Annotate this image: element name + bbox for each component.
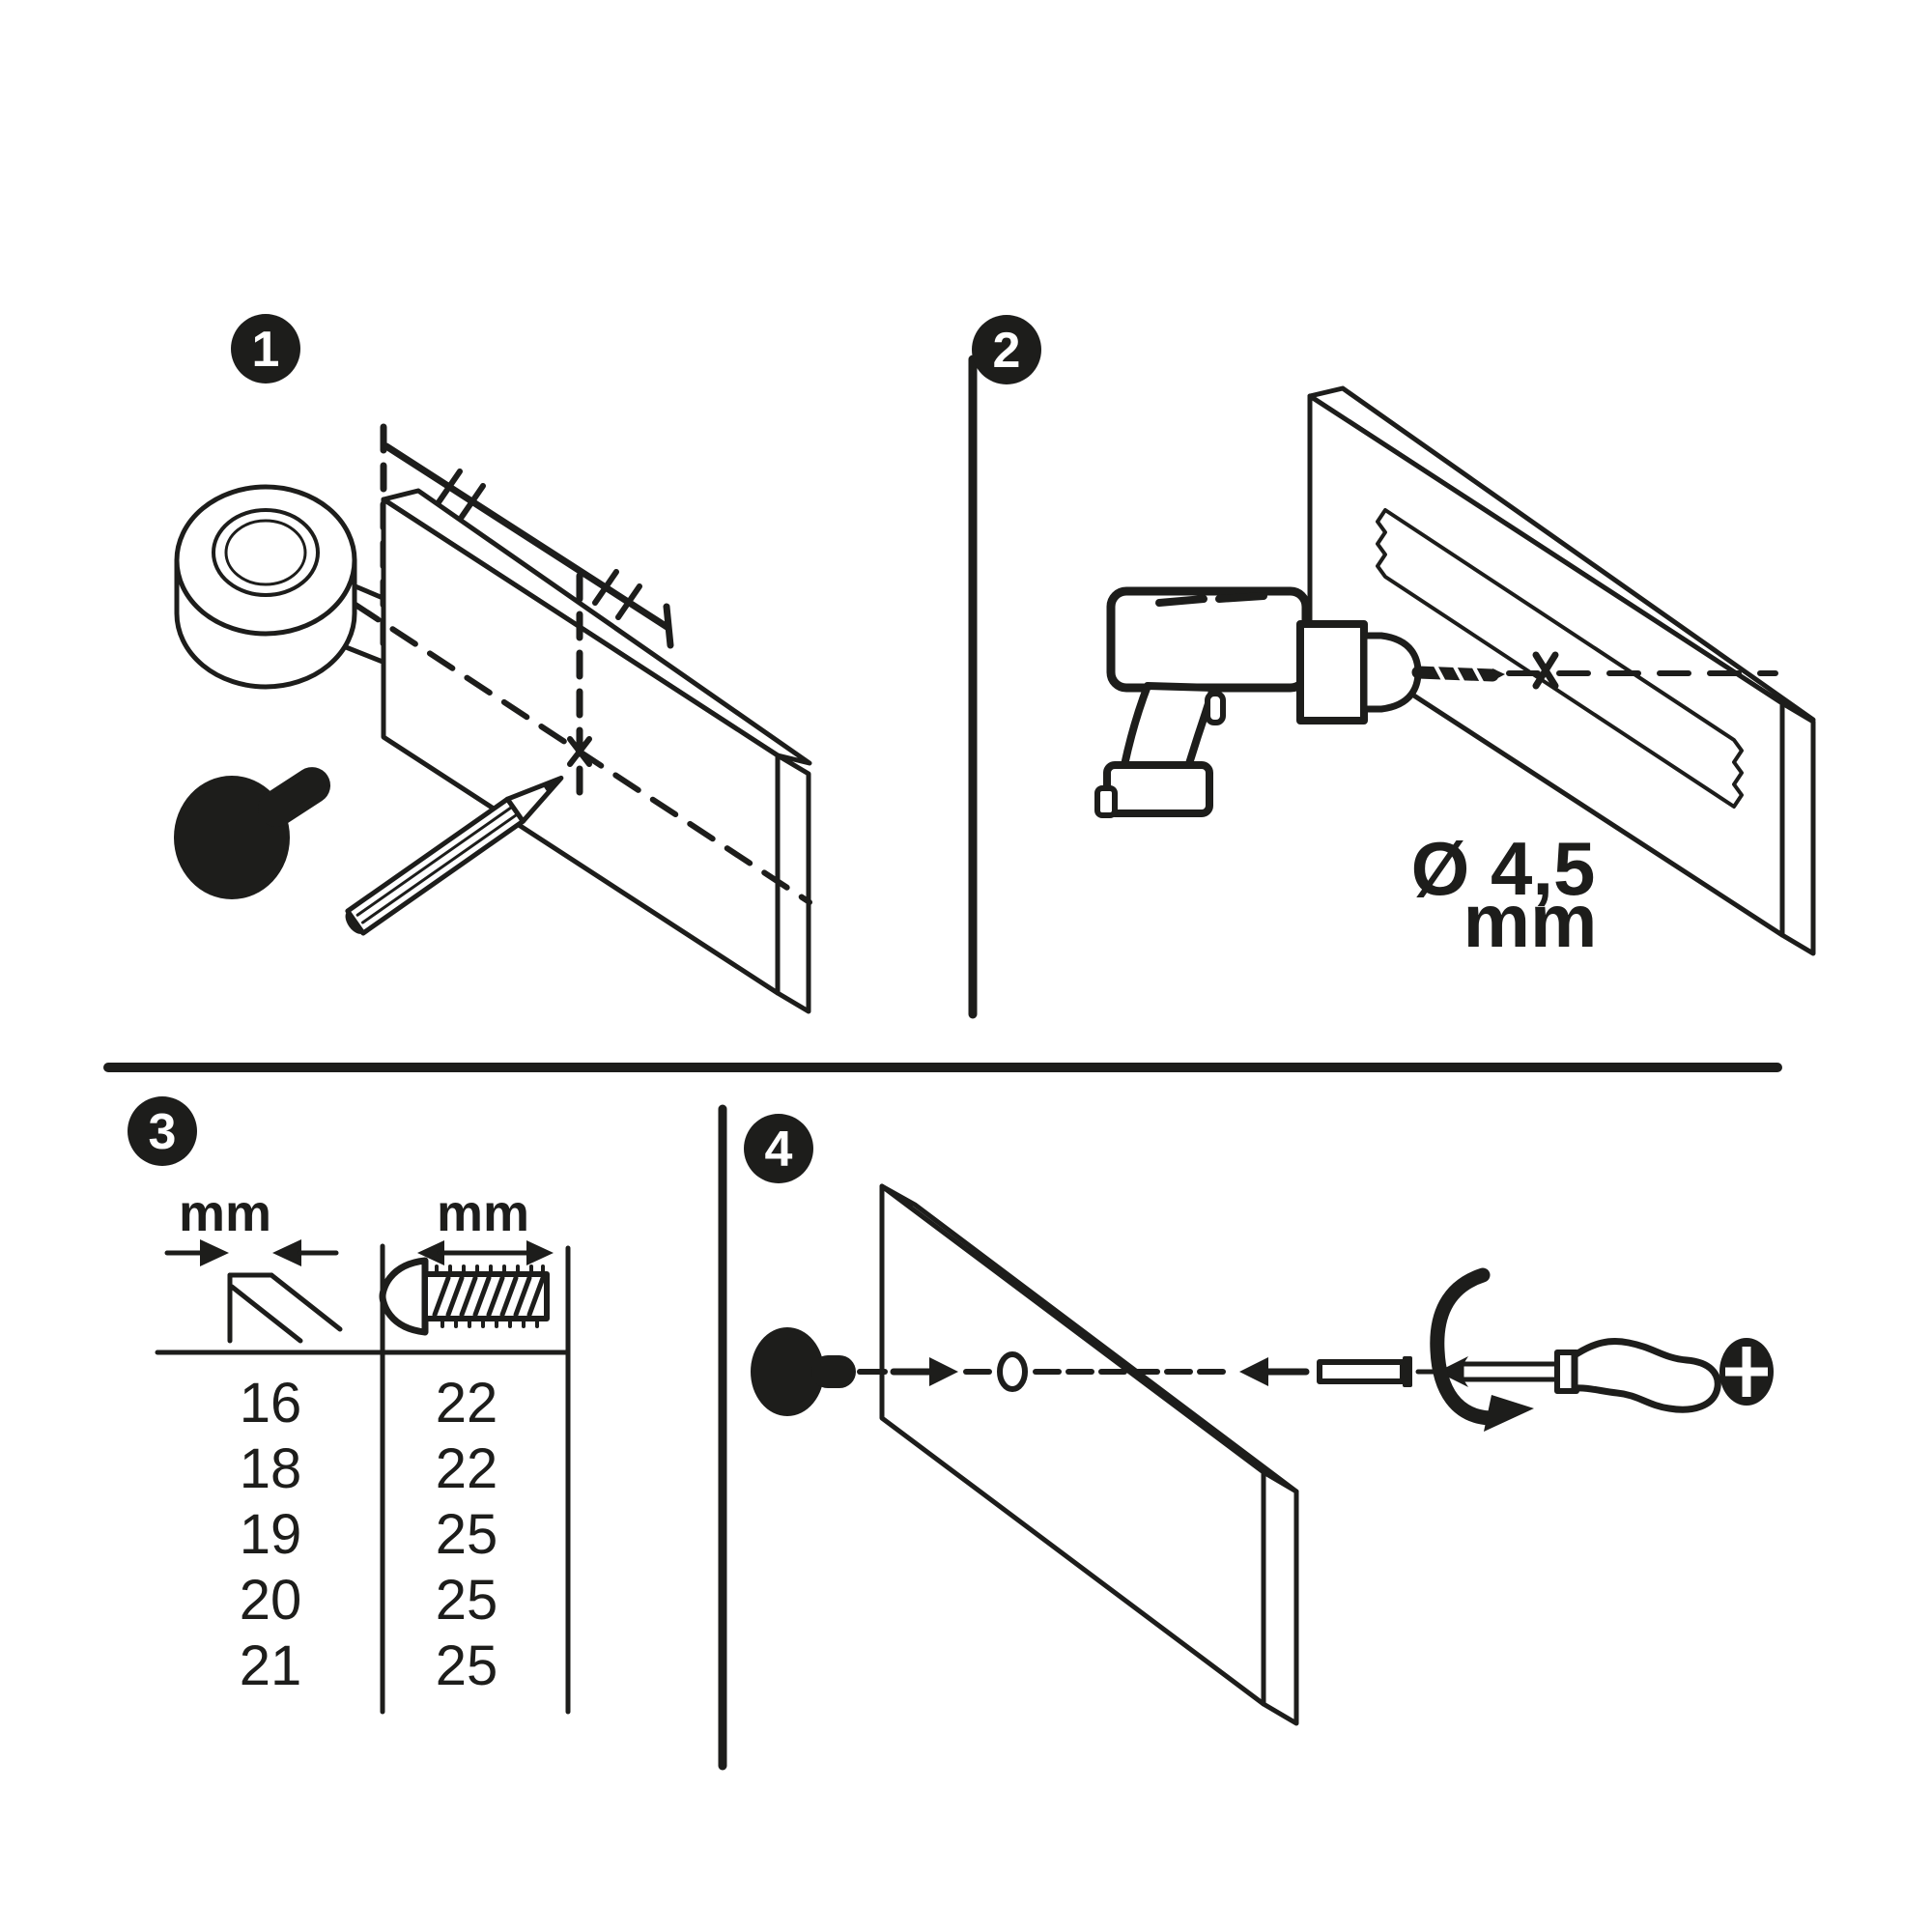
screwdriver-icon xyxy=(1437,1338,1721,1413)
diameter-label: Ø 4,5 xyxy=(1411,826,1596,911)
table-cell-length-2: 22 xyxy=(436,1437,498,1500)
drill-handle xyxy=(1121,682,1217,777)
drill-battery-foot xyxy=(1094,785,1118,818)
table-cell-thickness-3: 19 xyxy=(240,1503,302,1566)
board-end-face xyxy=(1261,1469,1299,1726)
knob-stem xyxy=(258,767,331,828)
knob-silhouette-icon xyxy=(174,767,331,899)
screw-head xyxy=(379,1257,429,1336)
table-cell-length-1: 22 xyxy=(436,1372,498,1435)
step-4-panel: 4 xyxy=(744,1114,1774,1726)
cross-mark-icon xyxy=(567,736,592,767)
tick-mark xyxy=(592,569,619,606)
drill-nose xyxy=(1360,632,1422,713)
step-2-panel: 2 xyxy=(972,315,1816,963)
masking-tape-area xyxy=(1376,508,1744,809)
panel-dividers xyxy=(103,355,1782,1771)
badge-circle xyxy=(972,315,1041,384)
table-cell-length-4: 25 xyxy=(436,1569,498,1632)
step-2-badge: 2 xyxy=(972,315,1041,384)
table-cell-length-3: 25 xyxy=(436,1503,498,1566)
insert-arrow-right xyxy=(890,1357,958,1386)
tick-mark xyxy=(436,469,463,505)
phillips-symbol-icon xyxy=(1719,1338,1774,1406)
arrow-right-head xyxy=(526,1240,554,1265)
badge-number: 2 xyxy=(993,323,1021,379)
tick-mark xyxy=(459,483,486,520)
badge-number: 3 xyxy=(149,1104,177,1160)
badge-number: 1 xyxy=(252,322,280,378)
thickness-arrows-icon xyxy=(164,1239,339,1266)
tape-roll-core-inner xyxy=(224,519,307,586)
board-with-hole-icon xyxy=(879,1183,1299,1726)
cross-mark-icon xyxy=(1532,651,1559,690)
arrow-left-head xyxy=(417,1240,444,1265)
step-4-badge: 4 xyxy=(744,1114,813,1183)
size-table: 16 22 18 22 19 25 20 25 21 25 xyxy=(155,1243,571,1715)
bit-tip xyxy=(1492,668,1505,681)
step-1-panel: 1 xyxy=(174,314,812,1014)
measuring-line xyxy=(383,442,674,649)
drill-trigger xyxy=(1205,691,1226,725)
board-icon xyxy=(381,488,812,1014)
drill-icon xyxy=(1094,586,1505,818)
end-tick xyxy=(663,603,674,649)
diameter-unit-label: mm xyxy=(1463,878,1598,963)
arrow-right-head xyxy=(200,1239,229,1266)
screw-crests xyxy=(435,1264,545,1328)
badge-circle xyxy=(231,314,300,384)
badge-circle xyxy=(744,1114,813,1183)
step-3-panel: 3 mm mm xyxy=(128,1096,571,1715)
pencil-icon xyxy=(345,775,564,936)
table-cell-thickness-2: 18 xyxy=(240,1437,302,1500)
table-cell-length-5: 25 xyxy=(436,1634,498,1697)
tick-mark xyxy=(615,583,642,620)
table-cell-thickness-1: 16 xyxy=(240,1372,302,1435)
table-cell-thickness-5: 21 xyxy=(240,1634,302,1697)
screw-head xyxy=(1403,1356,1412,1387)
rotation-arrow-icon xyxy=(1430,1267,1534,1432)
screw-threads xyxy=(432,1275,546,1318)
insert-arrow-left xyxy=(1239,1357,1310,1386)
badge-circle xyxy=(128,1096,197,1166)
screwdriver-shaft xyxy=(1459,1361,1560,1382)
badge-number: 4 xyxy=(765,1122,793,1178)
drill-bit-icon xyxy=(1411,664,1505,684)
knob-silhouette-icon xyxy=(751,1327,856,1416)
tape-roll-icon xyxy=(174,484,357,690)
arrow-left-head xyxy=(272,1239,301,1266)
table-cell-thickness-4: 20 xyxy=(240,1569,302,1632)
machine-screw-icon xyxy=(1317,1356,1412,1387)
screw-icon xyxy=(379,1257,550,1336)
rotation-arrow-head xyxy=(1484,1395,1534,1432)
screwdriver-handle xyxy=(1571,1338,1721,1413)
drill-chuck xyxy=(1296,620,1368,724)
step-1-badge: 1 xyxy=(231,314,300,384)
screw-shaft xyxy=(1317,1359,1406,1384)
board-corner-icon xyxy=(227,1272,343,1344)
board-end-face xyxy=(1779,700,1816,956)
step-3-badge: 3 xyxy=(128,1096,197,1166)
pilot-hole xyxy=(997,1351,1028,1392)
pencil-lead xyxy=(542,778,561,793)
dashed-assembly-axis xyxy=(857,1357,1310,1386)
drill-body xyxy=(1106,586,1311,693)
screw-length-arrow-icon xyxy=(417,1240,554,1265)
screw-mm-label: mm xyxy=(437,1184,529,1242)
knob-head xyxy=(751,1327,824,1416)
thickness-mm-label: mm xyxy=(179,1184,271,1242)
drill-vent xyxy=(1155,595,1208,607)
board-front-face xyxy=(879,1183,1266,1707)
knob-stem xyxy=(811,1355,856,1388)
drill-vent xyxy=(1215,592,1267,603)
drill-battery xyxy=(1103,761,1213,817)
